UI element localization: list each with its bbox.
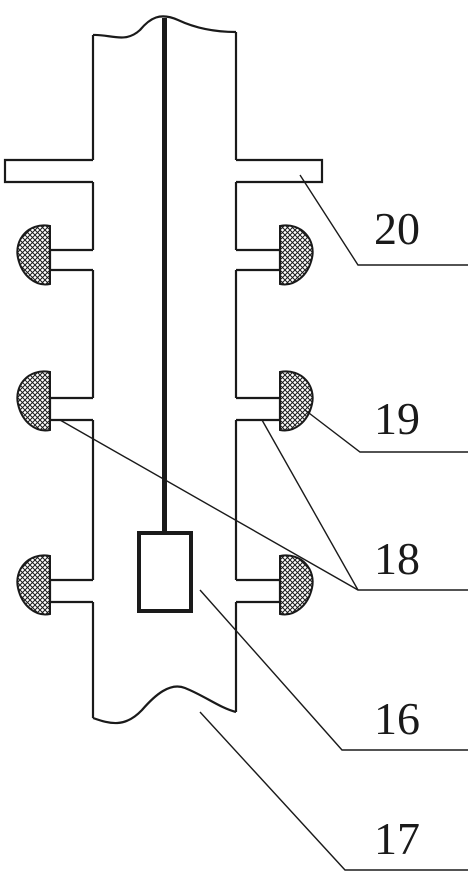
mesh-cap-right-1 [279,224,314,286]
label-16: 16 [374,693,420,744]
mesh-cap-right-3 [279,554,314,616]
leader-line-17 [199,711,468,871]
label-19: 19 [374,393,420,444]
mesh-cap-left-1 [16,224,51,286]
reference-labels: 20 19 18 16 17 [374,203,420,864]
label-18: 18 [374,533,420,584]
leader-line-16 [199,589,468,751]
flange [3,158,324,184]
central-rod [162,18,167,534]
label-20: 20 [374,203,420,254]
mesh-cap-right-2 [279,370,314,432]
rod-assembly [137,18,193,613]
pipe-bottom-break [92,685,237,725]
label-17: 17 [374,813,420,864]
nozzle-tube-left-3 [48,578,93,604]
nozzle-tube-right-3 [236,578,282,604]
nozzle-tube-left-1 [48,248,93,272]
leader-line-18b [261,419,359,591]
nozzle-tube-right-2 [236,396,282,422]
nozzle-tube-right-1 [236,248,282,272]
weight-block [137,531,193,613]
pipe-top-break [92,15,237,39]
mesh-cap-left-2 [16,370,51,432]
main-pipe [91,15,238,725]
mesh-cap-left-3 [16,554,51,616]
nozzle-tube-left-2 [48,396,93,422]
leader-line-20 [299,174,468,266]
leader-lines [59,174,468,871]
leader-line-19 [304,409,468,453]
mesh-caps [16,224,314,616]
